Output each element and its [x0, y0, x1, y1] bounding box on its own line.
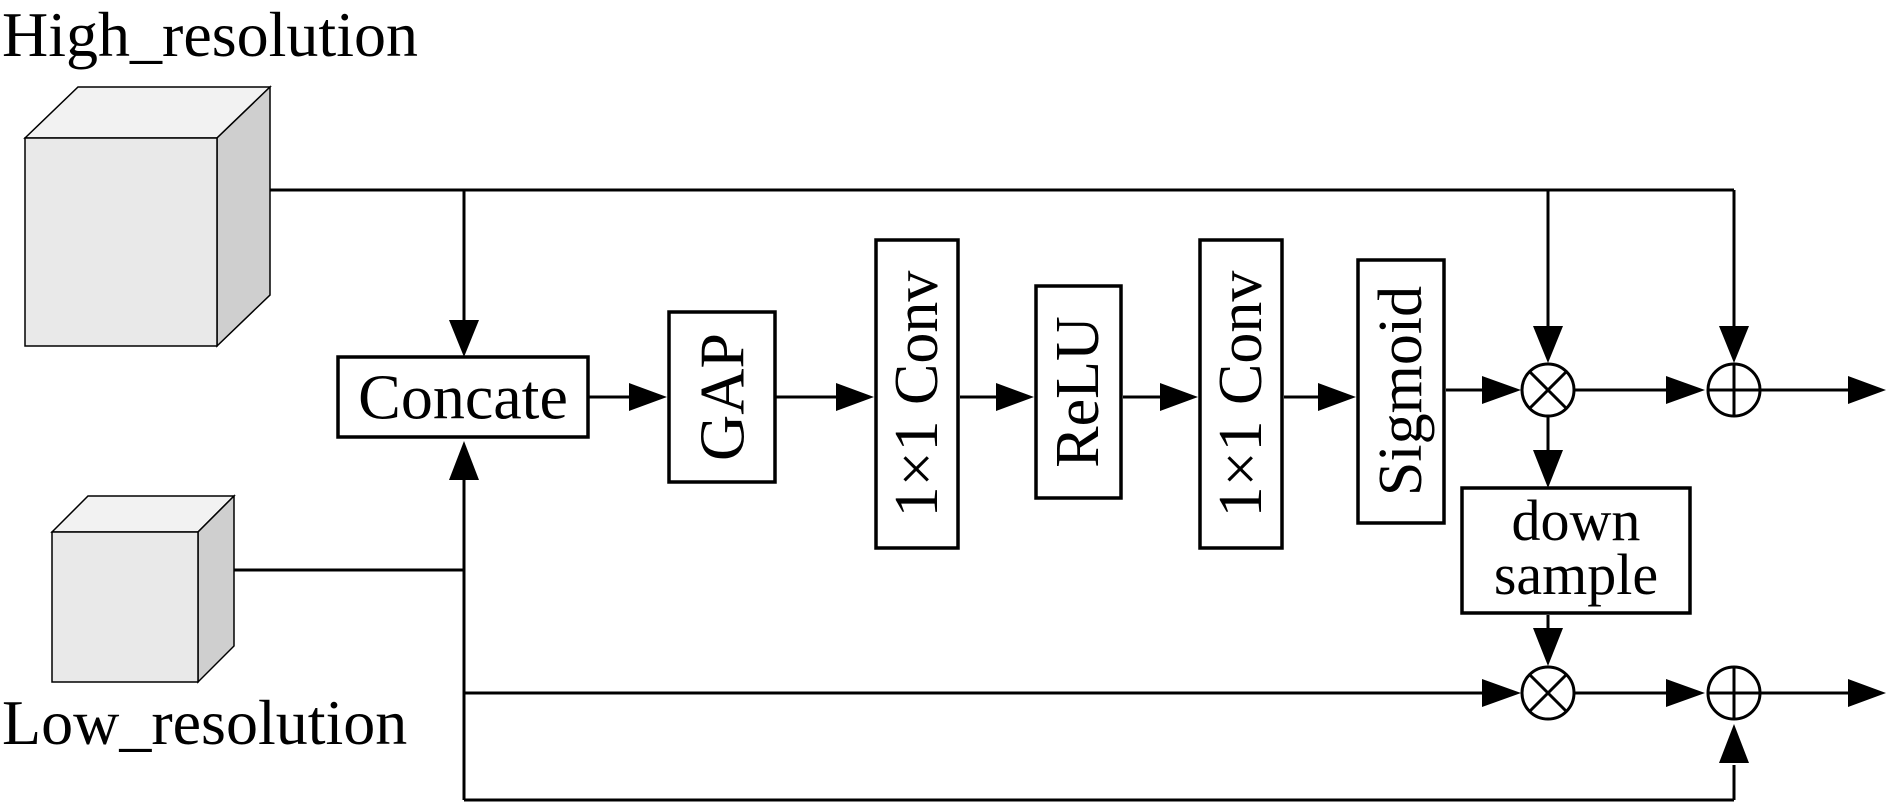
downsample-block: down sample: [1460, 486, 1692, 615]
conv2-block: 1×1 Conv: [1198, 238, 1284, 550]
arrow-heads: [449, 320, 1886, 763]
relu-block: ReLU: [1034, 284, 1123, 500]
conv1-block: 1×1 Conv: [874, 238, 960, 550]
downsample-label-line2: sample: [1494, 542, 1658, 607]
conv2-label: 1×1 Conv: [1207, 271, 1275, 518]
high-resolution-cube: [23, 85, 272, 348]
connector-lines: [234, 188, 1850, 802]
concate-block: Concate: [336, 355, 590, 439]
add-operator-top: [1706, 362, 1762, 418]
concate-label: Concate: [358, 362, 568, 433]
multiply-operator-top: [1520, 362, 1576, 418]
multiply-operator-bottom: [1520, 665, 1576, 721]
add-operator-bottom: [1706, 665, 1762, 721]
gap-block: GAP: [667, 310, 777, 484]
sigmoid-block: Sigmoid: [1356, 258, 1446, 525]
low-resolution-cube: [50, 494, 236, 684]
low-resolution-label: Low_resolution: [2, 687, 407, 758]
relu-label: ReLU: [1044, 316, 1112, 468]
conv1-label: 1×1 Conv: [883, 271, 951, 518]
downsample-label-line1: down: [1512, 488, 1641, 553]
gap-label: GAP: [687, 333, 758, 461]
high-resolution-label: High_resolution: [2, 0, 418, 70]
sigmoid-label: Sigmoid: [1367, 286, 1435, 496]
